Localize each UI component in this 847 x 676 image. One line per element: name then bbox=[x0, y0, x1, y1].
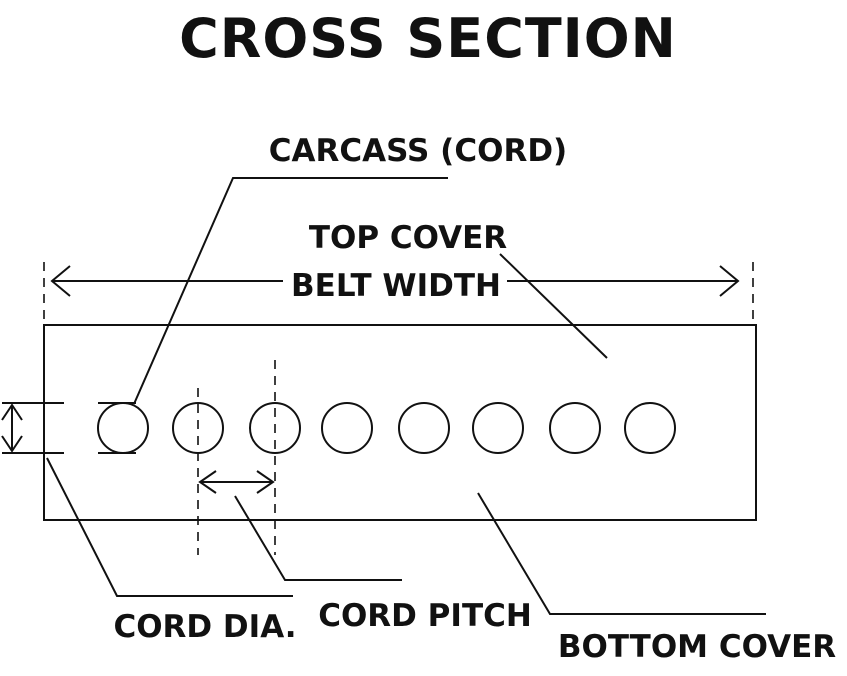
belt-width-label: BELT WIDTH bbox=[291, 268, 501, 304]
top-cover-label: TOP COVER bbox=[309, 220, 507, 256]
cord-pitch-leader-line bbox=[234, 495, 402, 581]
cords-group bbox=[97, 402, 676, 454]
diagram-title: CROSS SECTION bbox=[179, 7, 677, 70]
cord-pitch-right-arrowhead bbox=[256, 470, 275, 494]
belt-width-right-arrowhead bbox=[719, 265, 740, 297]
cord-circle-4 bbox=[321, 402, 373, 454]
belt-width-left-arrowhead bbox=[50, 265, 71, 297]
top-cover-leader-line bbox=[499, 253, 608, 359]
cord-circle-7 bbox=[549, 402, 601, 454]
cord-pitch-label: CORD PITCH bbox=[318, 598, 532, 634]
cord-dia-leader-line bbox=[46, 457, 293, 597]
bottom-cover-label: BOTTOM COVER bbox=[558, 629, 836, 665]
cord-dia-label: CORD DIA. bbox=[113, 609, 296, 645]
carcass-leader-line bbox=[133, 177, 448, 405]
cord-circle-6 bbox=[472, 402, 524, 454]
cord-circle-5 bbox=[398, 402, 450, 454]
carcass-label: CARCASS (CORD) bbox=[269, 133, 567, 169]
cord-dia-top-arrowhead bbox=[1, 403, 23, 421]
cord-dia-bottom-arrowhead bbox=[1, 435, 23, 453]
cord-circle-1 bbox=[97, 402, 149, 454]
bottom-cover-leader-line bbox=[477, 492, 766, 615]
cord-circle-8 bbox=[624, 402, 676, 454]
cord-pitch-left-arrowhead bbox=[198, 470, 217, 494]
belt-body bbox=[43, 324, 757, 521]
